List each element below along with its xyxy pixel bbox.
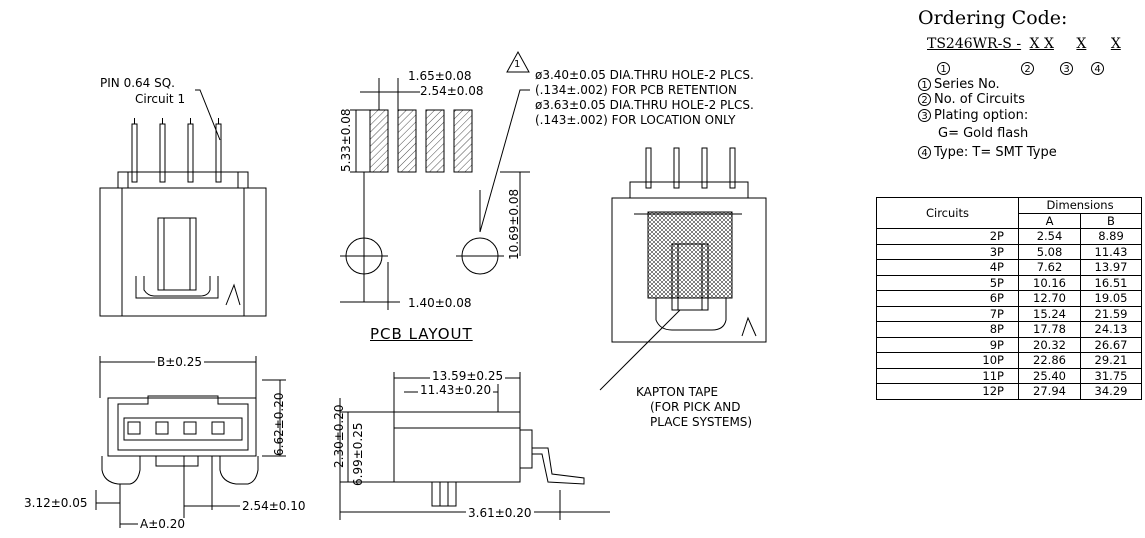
dim-11-43: 11.43±0.20 (418, 383, 494, 397)
table-cell-a: 22.86 (1018, 352, 1081, 369)
dim-2-30: 2.30±0.20 (332, 404, 346, 469)
ordering-line-4: G= Gold flash (938, 126, 1029, 141)
dim-2-54b: 2.54±0.10 (242, 499, 306, 513)
table-cell-a: 20.32 (1018, 336, 1081, 353)
side-view-kapton (599, 147, 767, 391)
table-cell-a: 2.54 (1018, 228, 1081, 245)
table-cell-c: 7P (876, 305, 1019, 322)
table-cell-b: 8.89 (1080, 228, 1142, 245)
table-cell-c: 2P (876, 228, 1019, 245)
dim-1-40: 1.40±0.08 (408, 296, 472, 310)
dim-6-62: 6.62±0.20 (272, 392, 286, 457)
code-circle-2: 2 (1021, 57, 1037, 76)
header-b: B (1080, 212, 1142, 229)
table-cell-c: 9P (876, 336, 1019, 353)
hole1b-text: (.134±.002) FOR PCB RETENTION (535, 83, 737, 97)
header-a: A (1018, 212, 1081, 229)
table-cell-c: 11P (876, 367, 1019, 384)
code-x3: X (1076, 36, 1087, 52)
code-prefix: TS246WR-S - (927, 36, 1022, 52)
table-cell-a: 12.70 (1018, 290, 1081, 307)
pin-label: PIN 0.64 SQ. (100, 76, 175, 90)
dim-13-59: 13.59±0.25 (430, 369, 506, 383)
table-cell-b: 34.29 (1080, 383, 1142, 400)
table-cell-b: 29.21 (1080, 352, 1142, 369)
pcb-layout-title: PCB LAYOUT (370, 325, 473, 343)
ordering-code: TS246WR-S - X X X X (927, 36, 1121, 52)
table-cell-c: 4P (876, 259, 1019, 276)
table-cell-c: 3P (876, 243, 1019, 260)
table-cell-a: 17.78 (1018, 321, 1081, 338)
dim-1-65: 1.65±0.08 (408, 69, 472, 83)
kapton-line2: (FOR PICK AND (650, 400, 741, 414)
top-view (95, 356, 286, 528)
table-cell-a: 5.08 (1018, 243, 1081, 260)
dim-5-33: 5.33±0.08 (339, 108, 353, 173)
code-circle-1: 1 (937, 57, 953, 76)
table-cell-c: 8P (876, 321, 1019, 338)
front-view (99, 89, 267, 317)
code-xx: X X (1029, 36, 1054, 52)
warning-mark: 1 (514, 59, 521, 70)
dim-3-61: 3.61±0.20 (466, 506, 534, 520)
table-cell-b: 24.13 (1080, 321, 1142, 338)
table-cell-b: 11.43 (1080, 243, 1142, 260)
table-cell-c: 6P (876, 290, 1019, 307)
circuit1-label: Circuit 1 (135, 92, 186, 106)
table-cell-b: 31.75 (1080, 367, 1142, 384)
ordering-title: Ordering Code: (918, 7, 1068, 29)
table-cell-c: 10P (876, 352, 1019, 369)
pins-top-left (131, 118, 222, 183)
code-circle-4: 4 (1091, 57, 1107, 76)
code-x4: X (1110, 36, 1121, 52)
table-cell-b: 21.59 (1080, 305, 1142, 322)
hole2-text: ø3.63±0.05 DIA.THRU HOLE-2 PLCS. (535, 98, 754, 112)
header-circuits: Circuits (876, 197, 1019, 229)
dim-3-12: 3.12±0.05 (24, 496, 88, 510)
dim-2-54a: 2.54±0.08 (420, 84, 484, 98)
table-cell-b: 26.67 (1080, 336, 1142, 353)
table-cell-b: 16.51 (1080, 274, 1142, 291)
dim-6-99: 6.99±0.25 (351, 422, 365, 487)
table-cell-a: 25.40 (1018, 367, 1081, 384)
table-cell-b: 13.97 (1080, 259, 1142, 276)
table-cell-b: 19.05 (1080, 290, 1142, 307)
code-circle-3: 3 (1060, 57, 1076, 76)
table-cell-a: 10.16 (1018, 274, 1081, 291)
hole2b-text: (.143±.002) FOR LOCATION ONLY (535, 113, 736, 127)
table-cell-c: 5P (876, 274, 1019, 291)
header-dimensions: Dimensions (1018, 197, 1142, 214)
table-cell-a: 7.62 (1018, 259, 1081, 276)
dim-10-69: 10.69±0.08 (507, 188, 521, 260)
b-dim: B±0.25 (155, 355, 205, 369)
table-cell-c: 12P (876, 383, 1019, 400)
kapton-line3: PLACE SYSTEMS) (650, 415, 753, 429)
a-dim: A±0.20 (138, 517, 187, 531)
pcb-layout (340, 50, 530, 310)
kapton-line1: KAPTON TAPE (636, 385, 719, 399)
table-cell-a: 15.24 (1018, 305, 1081, 322)
hole1-text: ø3.40±0.05 DIA.THRU HOLE-2 PLCS. (535, 68, 754, 82)
table-cell-a: 27.94 (1018, 383, 1081, 400)
